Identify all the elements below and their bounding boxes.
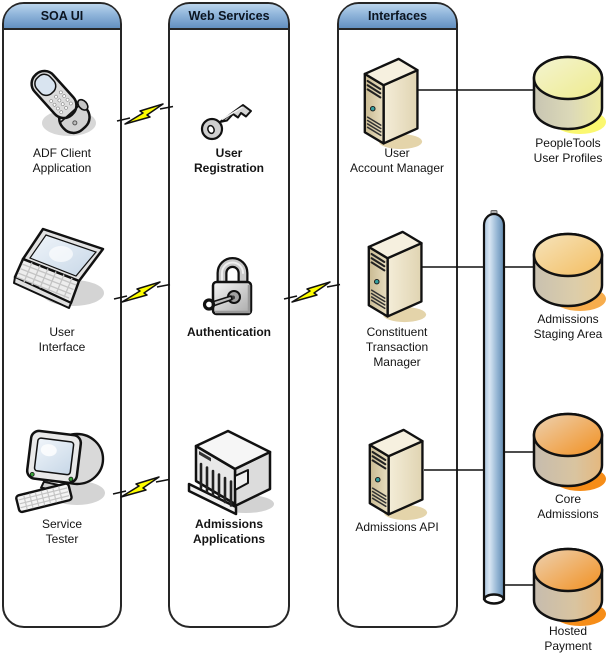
key-icon	[200, 104, 252, 141]
label-line: User Profiles	[533, 151, 603, 165]
label-line: Applications	[192, 532, 265, 546]
label-line: Admissions	[537, 312, 599, 326]
peopletools-user-profiles-label: PeopleTools User Profiles	[508, 136, 612, 166]
core-admissions-label: Core Admissions	[508, 492, 612, 522]
label-line: Service	[41, 517, 82, 531]
label-line: User	[49, 325, 75, 339]
user-account-manager-label: User Account Manager	[337, 146, 457, 176]
label-line: Interface	[38, 340, 86, 354]
label-line: Admissions	[194, 517, 263, 531]
bus-pipe-icon	[482, 210, 506, 605]
label-line: Manager	[373, 355, 421, 369]
adf-client-application-label: ADF Client Application	[2, 146, 122, 176]
label-line: Authentication	[187, 325, 271, 339]
label-line: Application	[32, 161, 92, 175]
label-line: User	[384, 146, 410, 160]
lane-title: Interfaces	[367, 9, 428, 23]
label-line: Admissions	[537, 507, 599, 521]
database-cylinder-icon	[532, 412, 606, 491]
laptop-icon	[13, 227, 105, 309]
label-line: Transaction	[365, 340, 429, 354]
lightning-bolt-icon	[112, 476, 170, 498]
label-line: User	[215, 146, 243, 160]
lane-title: SOA UI	[40, 9, 84, 23]
lane-header-soa-ui: SOA UI	[3, 3, 121, 30]
authentication-label: Authentication	[169, 325, 289, 340]
desktop-computer-icon	[15, 429, 105, 514]
constituent-transaction-manager-label: Constituent Transaction Manager	[337, 325, 457, 370]
flip-phone-icon	[30, 69, 96, 136]
server-tower-icon	[367, 230, 427, 323]
admissions-applications-label: Admissions Applications	[169, 517, 289, 547]
label-line: Account Manager	[349, 161, 445, 175]
admissions-api-label: Admissions API	[337, 520, 457, 535]
label-line: Payment	[544, 639, 592, 653]
database-cylinder-icon	[532, 547, 606, 626]
label-line: Staging Area	[533, 327, 603, 341]
label-line: Constituent	[366, 325, 428, 339]
label-line: Admissions API	[355, 520, 439, 534]
lane-title: Web Services	[188, 9, 270, 23]
admissions-staging-area-label: Admissions Staging Area	[508, 312, 612, 342]
server-tower-icon	[368, 428, 428, 521]
server-tower-icon	[363, 57, 423, 150]
hosted-payment-label: Hosted Payment	[508, 624, 612, 654]
lightning-bolt-icon	[116, 103, 174, 125]
label-line: Registration	[193, 161, 264, 175]
label-line: ADF Client	[32, 146, 91, 160]
user-interface-label: User Interface	[2, 325, 122, 355]
lightning-bolt-icon	[113, 281, 171, 303]
padlock-icon	[202, 257, 253, 316]
database-cylinder-icon	[532, 55, 606, 134]
user-registration-label: User Registration	[169, 146, 289, 176]
database-cylinder-icon	[532, 232, 606, 311]
label-line: Tester	[45, 532, 79, 546]
lane-header-web-services: Web Services	[169, 3, 289, 30]
service-tester-label: Service Tester	[2, 517, 122, 547]
server-box-icon	[187, 429, 274, 516]
lightning-bolt-icon	[283, 281, 341, 303]
label-line: Hosted	[548, 624, 588, 638]
lane-header-interfaces: Interfaces	[338, 3, 457, 30]
label-line: Core	[554, 492, 581, 506]
label-line: PeopleTools	[535, 136, 601, 150]
